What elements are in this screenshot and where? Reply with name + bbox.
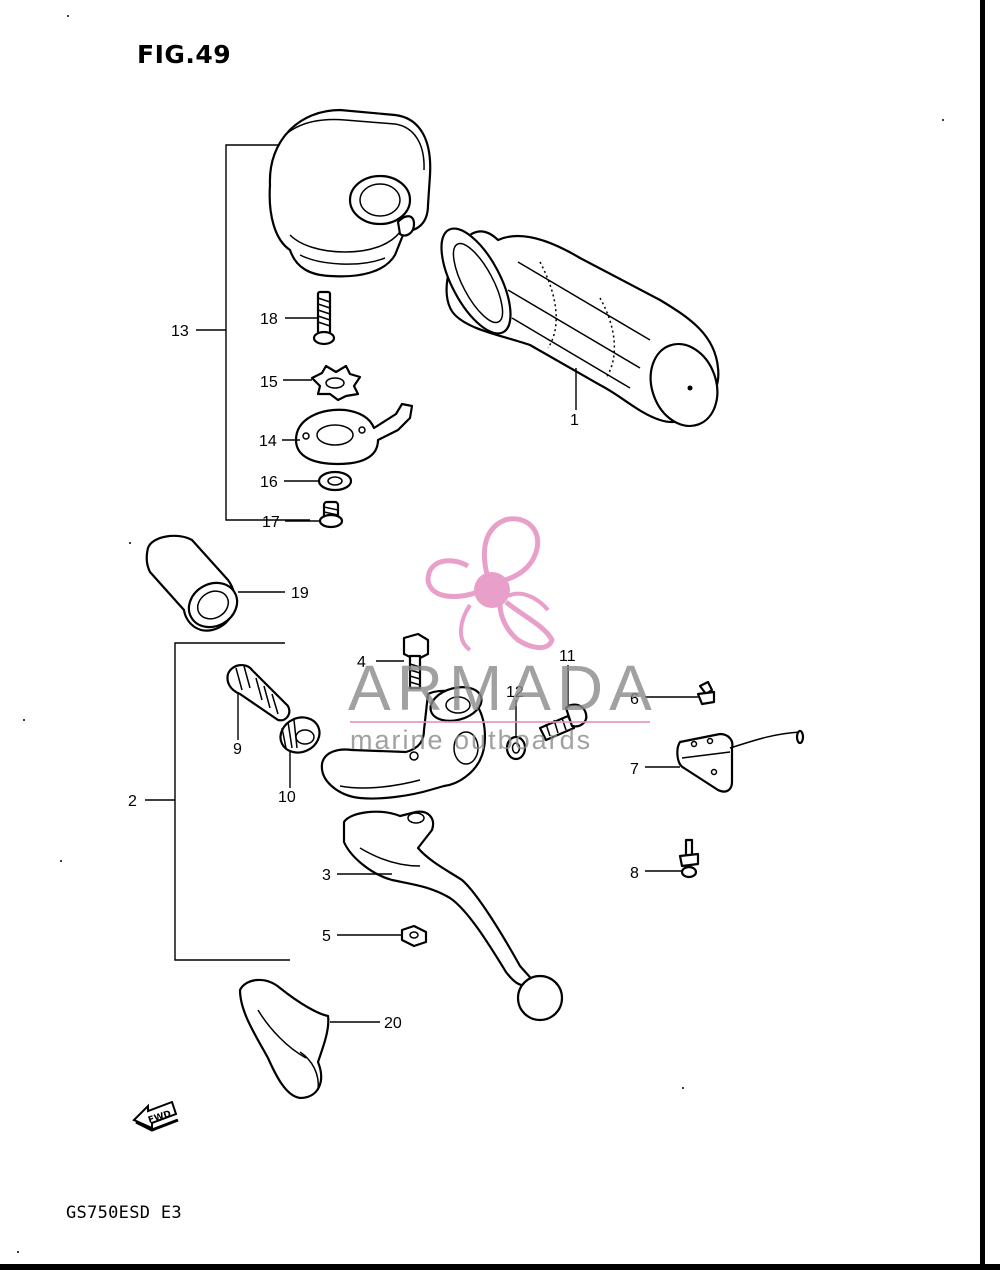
callout-10: 10: [278, 789, 296, 806]
part-16-washer: [284, 470, 353, 492]
callout-3: 3: [322, 867, 331, 884]
part-5-nut: [337, 924, 428, 948]
part-4-bolt: [376, 632, 430, 690]
part-12-washer: [505, 700, 527, 761]
bracket-group-2: [145, 642, 290, 961]
callout-6: 6: [630, 691, 639, 708]
part-15-star-washer: [283, 364, 362, 402]
watermark-propeller-logo: [425, 516, 555, 652]
callout-12: 12: [506, 684, 524, 701]
part-19-boot: [145, 534, 285, 632]
model-code: GS750ESD E3: [66, 1203, 182, 1223]
part-10-knurled-nut: [279, 716, 321, 788]
callout-labels: 1 2 3 4 5 6 7 8 9 10 11 12 13 14 15 16 1…: [128, 311, 639, 1032]
watermark-tagline: marine outboards: [350, 725, 592, 755]
part-17-screw: [285, 500, 344, 529]
callout-20: 20: [384, 1015, 402, 1032]
callout-15: 15: [260, 374, 278, 391]
callout-13: 13: [171, 323, 189, 340]
scan-border-right: [980, 0, 985, 1270]
bracket-group-13: [196, 144, 310, 521]
watermark-text: ARMADA marine outboards: [348, 652, 658, 755]
callout-1: 1: [570, 412, 579, 429]
callout-16: 16: [260, 474, 278, 491]
callout-19: 19: [291, 585, 309, 602]
part-3-lever: [337, 810, 564, 1022]
part-20-cover: [238, 978, 380, 1100]
part-9-adjuster-bolt: [226, 664, 291, 740]
fwd-arrow-icon: [132, 1100, 179, 1132]
part-lever-holder: [320, 686, 486, 800]
scan-border-bottom: [0, 1264, 1000, 1270]
callout-11: 11: [559, 648, 576, 665]
callout-9: 9: [233, 741, 242, 758]
part-7-switch: [645, 729, 805, 793]
callout-18: 18: [260, 311, 278, 328]
figure-title: FIG.49: [137, 40, 232, 69]
part-8-screw: [645, 838, 700, 879]
part-1-grip: [440, 227, 720, 428]
callout-7: 7: [630, 761, 639, 778]
part-6-screw: [645, 680, 716, 706]
callout-17: 17: [262, 514, 280, 531]
part-18-screw: [285, 290, 336, 346]
part-13-switch-housing: [268, 108, 432, 278]
part-14-pulley: [282, 402, 414, 466]
watermark-brand: ARMADA: [348, 652, 658, 724]
callout-4: 4: [357, 654, 366, 671]
callout-14: 14: [259, 433, 277, 450]
scan-specks: [17, 15, 944, 1253]
callout-5: 5: [322, 928, 331, 945]
callout-8: 8: [630, 865, 639, 882]
callout-2: 2: [128, 793, 137, 810]
